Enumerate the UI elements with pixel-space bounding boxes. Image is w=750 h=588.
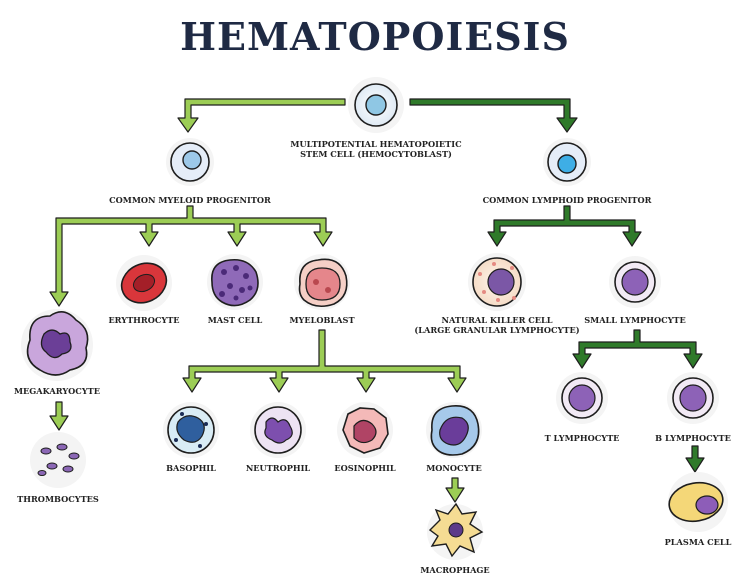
erythrocyte-icon — [116, 255, 172, 311]
arrows-lymphoid — [409, 98, 705, 473]
nk-cell-label: NATURAL KILLER CELL (LARGE GRANULAR LYMP… — [414, 315, 580, 335]
diagram-title: HEMATOPOIESIS — [180, 14, 570, 59]
thrombocytes-label: THROMBOCYTES — [17, 494, 99, 504]
mast-cell-icon — [207, 254, 263, 310]
neutrophil-label: NEUTROPHIL — [245, 463, 311, 473]
nk-cell-icon — [468, 253, 526, 311]
t-lymphocyte-label: T LYMPHOCYTE — [544, 433, 620, 443]
erythrocyte-label: ERYTHROCYTE — [108, 315, 180, 325]
megakaryocyte-label: MEGAKARYOCYTE — [13, 386, 101, 396]
megakaryocyte-icon — [21, 309, 93, 381]
myeloblast-label: MYELOBLAST — [289, 315, 355, 325]
monocyte-icon — [426, 402, 482, 458]
arrow-stem-to-myeloid — [177, 98, 346, 133]
arrow-monocyte-to-macrophage — [445, 477, 465, 503]
arrow-myeloid-bracket — [49, 205, 333, 307]
stem-cell-icon — [348, 77, 404, 133]
basophil-label: BASOPHIL — [166, 463, 216, 473]
plasma-cell-icon — [668, 472, 728, 532]
neutrophil-icon — [250, 402, 306, 458]
macrophage-icon — [427, 502, 484, 560]
small-lymphocyte-label: SMALL LYMPHOCYTE — [584, 315, 686, 325]
arrow-myeloblast-bracket — [182, 329, 467, 393]
arrows-myeloid — [49, 98, 467, 503]
b-lymphocyte-icon — [667, 372, 719, 424]
arrow-stem-to-lymphoid — [409, 98, 578, 133]
b-lymphocyte-label: B LYMPHOCYTE — [655, 433, 731, 443]
monocyte-label: MONOCYTE — [426, 463, 482, 473]
eosinophil-label: EOSINOPHIL — [334, 463, 396, 473]
t-lymphocyte-icon — [556, 372, 608, 424]
myeloid-progenitor-icon — [166, 138, 214, 186]
basophil-icon — [163, 402, 219, 458]
arrow-b-lymphocyte-to-plasma — [685, 445, 705, 473]
mast-cell-label: MAST CELL — [207, 315, 263, 325]
stem-cell-label: MULTIPOTENTIAL HEMATOPOIETIC STEM CELL (… — [290, 139, 462, 159]
myeloid-progenitor-label: COMMON MYELOID PROGENITOR — [109, 195, 271, 205]
small-lymphocyte-icon — [609, 256, 661, 308]
eosinophil-icon — [337, 402, 393, 458]
macrophage-label: MACROPHAGE — [420, 565, 490, 575]
thrombocytes-icon — [30, 432, 86, 488]
plasma-cell-label: PLASMA CELL — [664, 537, 732, 547]
arrow-lymphoid-bracket — [487, 205, 642, 247]
myeloblast-icon — [294, 254, 350, 310]
arrow-megakaryocyte-to-thrombocytes — [49, 401, 69, 431]
lymphoid-progenitor-icon — [543, 138, 591, 186]
lymphoid-progenitor-label: COMMON LYMPHOID PROGENITOR — [482, 195, 652, 205]
arrow-small-lymphocyte-bracket — [572, 329, 703, 369]
